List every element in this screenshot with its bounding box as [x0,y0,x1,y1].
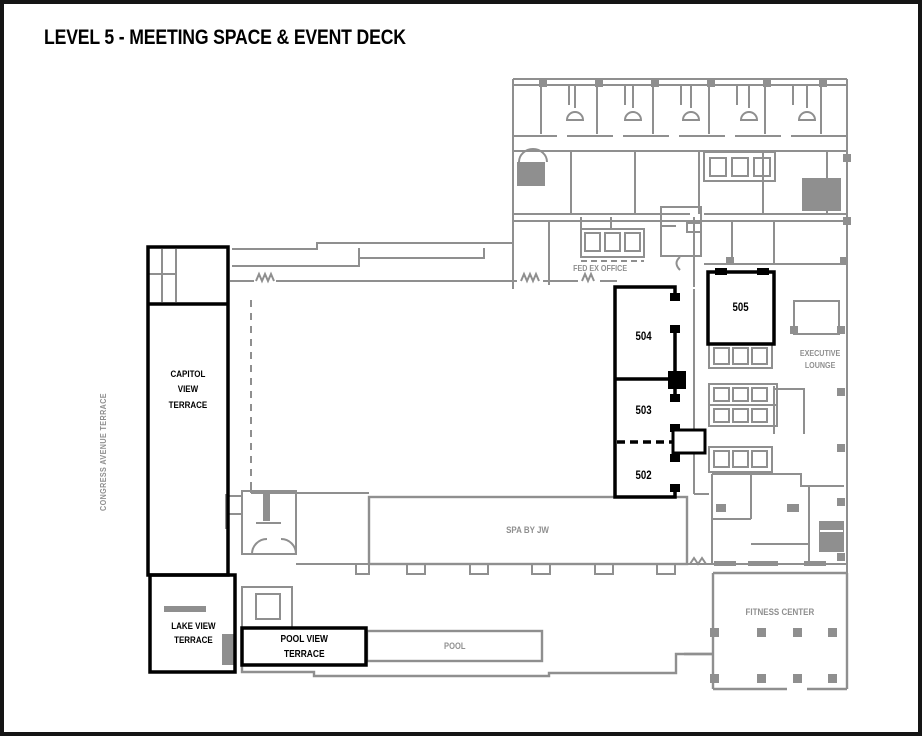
guest-room-wing [512,78,851,689]
capitol-view-terrace-outline [146,245,230,577]
room-505-outline [706,268,776,346]
fedex-office-area [548,206,702,287]
bath-fixtures [565,85,817,121]
page-title: LEVEL 5 - MEETING SPACE & EVENT DECK [44,26,406,49]
fitness-center-area [684,571,849,691]
elevator-banks [693,289,778,495]
restrooms-area [687,473,847,566]
ballroom-area [230,242,617,494]
lake-view-terrace-outline [148,573,237,674]
executive-lounge-area [773,300,845,561]
service-rooms [225,490,369,632]
floor-plan-drawing [146,78,851,691]
spa-area [355,495,689,575]
meeting-rooms-outline [613,285,707,499]
pool-view-terrace-outline [240,626,368,667]
terrace-stair-lines [148,249,177,302]
terrace-rail-block [164,606,206,612]
terrace-planter-block [222,634,236,665]
